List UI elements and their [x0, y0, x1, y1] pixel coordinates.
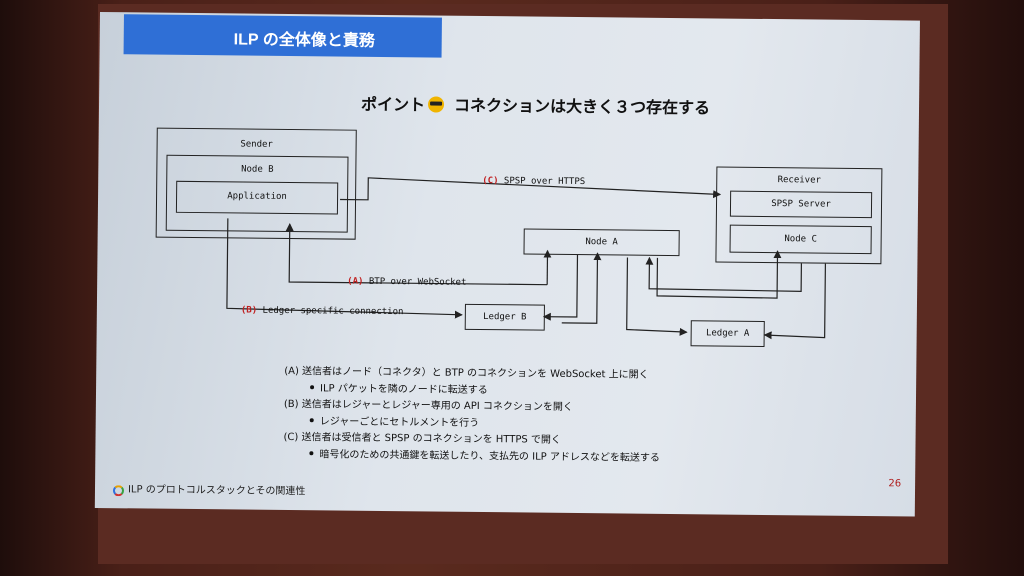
bullet-icon — [309, 417, 314, 422]
spsp-server-box: SPSP Server — [729, 190, 873, 219]
conn-c-label: (C) SPSP over HTTPS — [482, 176, 585, 187]
node-a-node-c-line — [656, 250, 782, 299]
node-a-ledger-b-line — [542, 255, 579, 321]
conn-c-line — [340, 177, 722, 201]
ledger-a-box: Ledger A — [690, 320, 765, 347]
slide: ILP の全体像と責務 ポイントコネクションは大きく３つ存在する — [94, 12, 920, 517]
ledger-b-label: Ledger B — [483, 312, 527, 323]
node-a-label: Node A — [585, 237, 618, 248]
ledger-b-node-a-line — [561, 252, 602, 324]
application-label: Application — [227, 191, 287, 202]
application-box: Application — [175, 180, 339, 215]
bullet-icon — [310, 384, 315, 389]
conn-a-text: BTP over WebSocket — [368, 276, 467, 288]
footer: ILP のプロトコルスタックとその関連性 — [112, 480, 306, 498]
conn-c-letter: (C) — [482, 176, 499, 187]
spsp-server-label: SPSP Server — [771, 199, 831, 210]
node-c-box: Node C — [729, 224, 872, 255]
sender-label: Sender — [240, 139, 273, 150]
note-a-sub-text: ILP パケットを隣のノードに転送する — [320, 382, 488, 396]
node-a-ledger-a-line — [626, 257, 688, 336]
connection-lines — [226, 177, 827, 340]
notes: (A) 送信者はノード（コネクタ）と BTP のコネクションを WebSocke… — [283, 364, 661, 467]
conn-a-line-to-app — [285, 222, 548, 286]
receiver-label: Receiver — [777, 175, 821, 186]
node-b-label: Node B — [241, 164, 274, 175]
receiver-ledger-a-line — [763, 263, 827, 340]
footer-text: ILP のプロトコルスタックとその関連性 — [127, 484, 306, 498]
ledger-b-box: Ledger B — [464, 303, 545, 331]
page-number: 26 — [888, 478, 902, 490]
conn-b-label: (B) Ledger specific connection — [241, 305, 404, 317]
node-c-label: Node C — [784, 234, 817, 245]
ledger-a-label: Ledger A — [705, 328, 750, 339]
conn-b-text: Ledger specific connection — [262, 305, 404, 318]
conn-b-line — [226, 218, 463, 319]
conn-a-label: (A) BTP over WebSocket — [347, 277, 466, 288]
conn-b-letter: (B) — [240, 305, 258, 316]
ilp-logo-icon — [112, 485, 125, 497]
node-a-box: Node A — [523, 228, 680, 257]
node-c-node-a-line — [645, 256, 803, 292]
conn-a-letter: (A) — [347, 276, 364, 287]
note-c-sub-text: 暗号化のための共通鍵を転送したり、支払先の ILP アドレスなどを転送する — [319, 448, 660, 464]
note-b-sub-text: レジャーごとにセトルメントを行う — [319, 415, 480, 429]
bullet-icon — [309, 450, 314, 455]
conn-c-text: SPSP over HTTPS — [503, 176, 586, 188]
